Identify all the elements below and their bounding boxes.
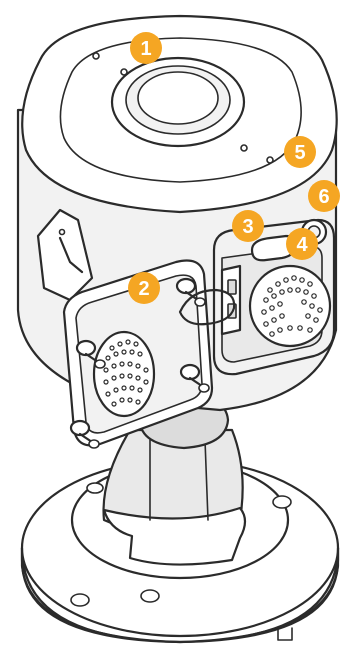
callout-5: 5 — [284, 136, 316, 168]
callout-label: 2 — [138, 278, 149, 300]
callout-label: 3 — [242, 216, 253, 238]
callout-1: 1 — [130, 32, 162, 64]
callout-2: 2 — [128, 272, 160, 304]
callout-label: 5 — [294, 142, 305, 164]
callout-4: 4 — [286, 228, 318, 260]
callout-label: 4 — [296, 234, 308, 256]
callout-label: 6 — [318, 186, 329, 208]
callout-label: 1 — [140, 38, 151, 60]
callout-3: 3 — [232, 210, 264, 242]
callout-6: 6 — [308, 180, 340, 212]
